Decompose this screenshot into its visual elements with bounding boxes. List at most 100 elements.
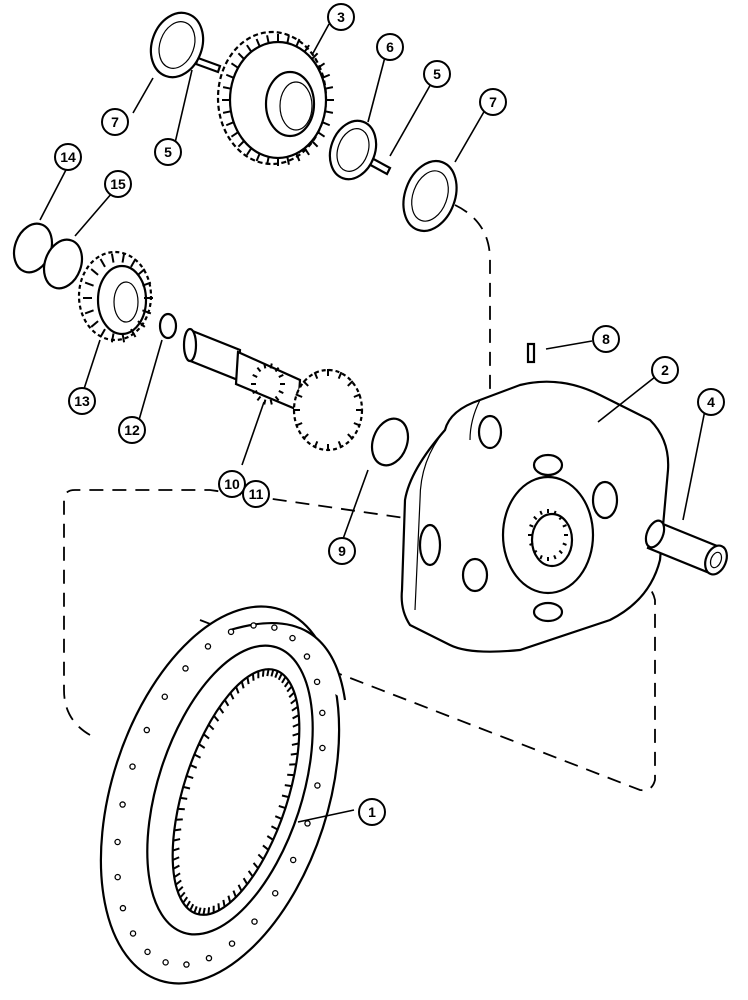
gear-tooth (284, 784, 292, 788)
gear-tooth (295, 422, 303, 427)
callout-13: 13 (68, 387, 96, 415)
gear-tooth (533, 515, 538, 521)
gear-tooth (252, 373, 258, 378)
gear-tooth (193, 905, 198, 914)
sleeve-part (644, 519, 728, 576)
gear-tooth (321, 121, 331, 127)
gear-tooth (321, 73, 331, 79)
gear-tooth (237, 140, 245, 148)
gear-tooth (533, 549, 538, 555)
gear-tooth (263, 399, 267, 405)
gear-tooth (247, 870, 254, 878)
gear-tooth (286, 685, 293, 693)
svg-text:11: 11 (249, 486, 264, 502)
gear-tooth (266, 835, 274, 841)
gear-tooth (277, 673, 283, 681)
bolt-hole (119, 801, 126, 808)
callout-12: 12 (118, 416, 146, 444)
gear-tooth (225, 121, 235, 127)
gear-tooth (198, 743, 206, 749)
gear-tooth (242, 877, 249, 885)
gear-tooth (182, 785, 191, 790)
bolt-hole (304, 820, 311, 827)
bolt-hole (183, 961, 190, 968)
bolt-hole (143, 726, 151, 734)
svg-text:5: 5 (433, 66, 441, 82)
gear-tooth (110, 333, 115, 343)
gear-tooth (283, 680, 290, 688)
bolt-hole (271, 889, 279, 897)
gear-tooth (197, 907, 202, 915)
gear-tooth (291, 706, 299, 712)
callout-15: 15 (104, 170, 132, 198)
bolt-hole (228, 940, 236, 947)
gear-tooth (222, 86, 232, 90)
gear-tooth (252, 862, 259, 869)
gear-tooth (222, 899, 226, 907)
gear-tooth (174, 828, 182, 832)
gear-tooth (303, 44, 310, 53)
gear-tooth (266, 156, 270, 165)
gear-tooth (179, 891, 186, 899)
svg-text:9: 9 (338, 543, 346, 559)
svg-text:2: 2 (661, 362, 669, 378)
gear-tooth (173, 838, 181, 842)
gear-tooth (185, 900, 191, 908)
callout-7b: 7 (479, 88, 507, 116)
gear-tooth (317, 131, 326, 138)
gear-tooth (222, 110, 232, 114)
gear-tooth (142, 309, 152, 315)
gear-tooth (225, 73, 235, 79)
callout-2: 2 (651, 356, 679, 384)
gear-tooth (110, 253, 115, 263)
gear-tooth (137, 268, 146, 276)
gear-tooth (270, 669, 275, 677)
gear-tooth (99, 258, 106, 268)
gear-tooth (186, 774, 194, 780)
leader-lines (39, 23, 706, 823)
gear-tooth (311, 52, 319, 60)
bolt-hole (114, 838, 121, 846)
gear-tooth (302, 380, 309, 387)
gear-tooth (553, 510, 557, 516)
svg-text:4: 4 (707, 394, 715, 410)
gear-tooth (303, 147, 310, 156)
gear-tooth (237, 884, 243, 892)
bolt-hole (129, 763, 136, 770)
gear-tooth (240, 681, 245, 689)
gear-tooth (235, 686, 240, 694)
bolt-hole (205, 954, 213, 962)
gear-tooth (256, 366, 262, 373)
bolt-hole (319, 709, 326, 717)
gear-tooth (217, 903, 221, 911)
gear-tooth (313, 371, 319, 379)
gear-tooth (84, 281, 94, 287)
gear-tooth (269, 363, 273, 369)
gear-tooth (353, 393, 361, 398)
gear-tooth (257, 853, 265, 861)
callout-9: 9 (328, 537, 356, 565)
gear-tooth (121, 253, 126, 263)
svg-text:5: 5 (164, 144, 172, 160)
gear-tooth (180, 796, 188, 800)
gear-tooth (290, 698, 297, 705)
gear-tooth (529, 542, 534, 546)
bolt-hole (289, 634, 296, 642)
gear-tooth (189, 764, 198, 769)
gear-tooth (558, 515, 563, 521)
bolt-hole (319, 744, 326, 752)
gear-tooth (229, 692, 235, 700)
gear-tooth (262, 844, 270, 851)
gear-tooth (266, 35, 270, 44)
gear-tooth (193, 753, 202, 759)
gear-tooth (84, 309, 94, 315)
gear-tooth (230, 131, 239, 138)
gear-tooth (278, 373, 284, 378)
svg-text:15: 15 (110, 176, 126, 192)
gear-tooth (189, 903, 195, 911)
gear-tooth (292, 723, 300, 728)
gear-tooth (142, 281, 152, 287)
gear-tooth (182, 896, 189, 904)
gear-tooth (207, 907, 211, 915)
gear-tooth (137, 320, 146, 328)
